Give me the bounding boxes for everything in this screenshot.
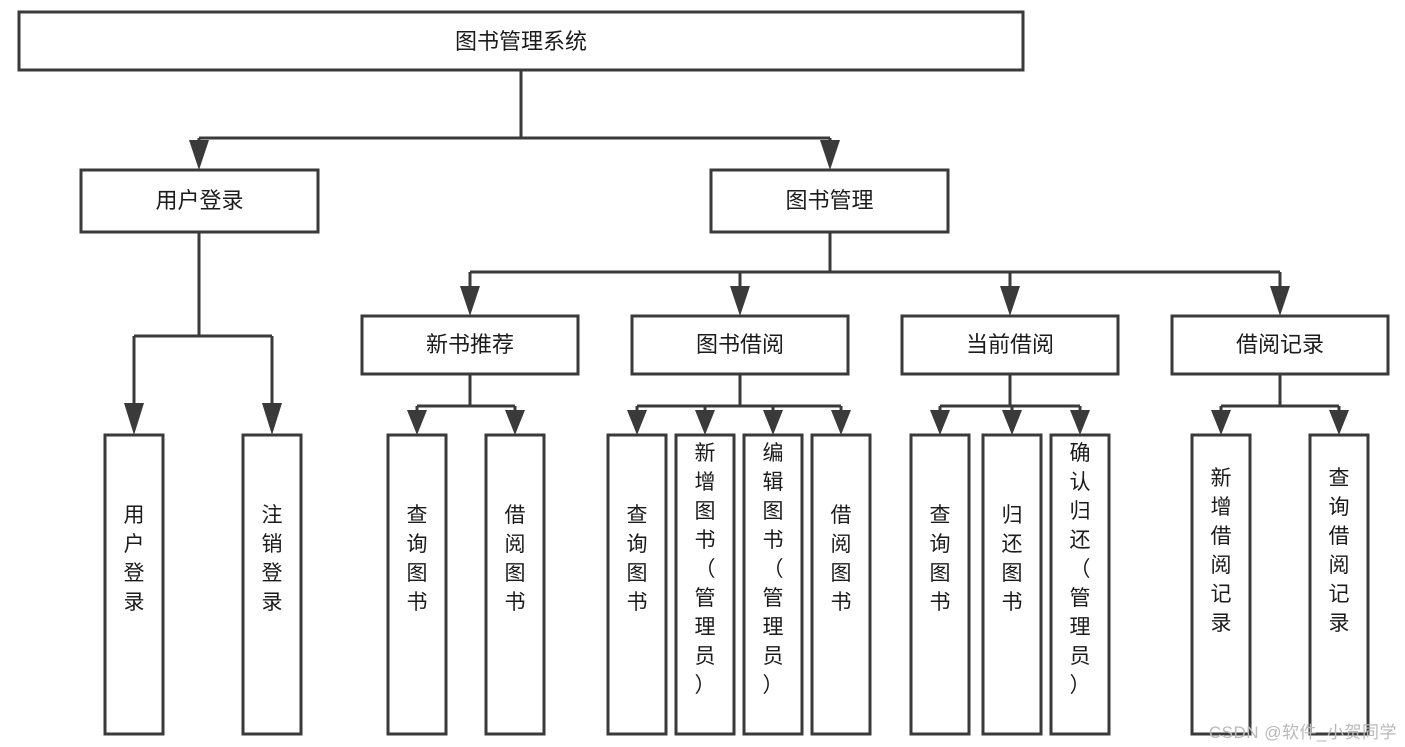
node-leaf-query-book-2[interactable]: 查询图书 <box>606 433 668 736</box>
node-book-borrow-label: 图书借阅 <box>696 332 784 357</box>
node-user-login-box[interactable] <box>79 168 320 234</box>
node-leaf-query-book-1-label: 查询图书 <box>407 504 428 614</box>
arrow-head-user-login <box>189 140 209 170</box>
node-leaf-return-book-box[interactable] <box>981 433 1043 736</box>
node-user-login[interactable]: 用户登录 <box>79 168 320 234</box>
node-leaf-add-book-box[interactable] <box>674 433 736 736</box>
node-leaf-edit-book-box[interactable] <box>742 433 804 736</box>
arrow-head-book-borrow <box>730 286 750 316</box>
arrow-head-leaf-user-logout <box>262 403 282 435</box>
node-book-manage-box[interactable] <box>709 168 950 234</box>
node-book-borrow[interactable]: 图书借阅 <box>630 314 850 376</box>
node-leaf-add-book-label: 新增图书（管理员） <box>695 442 716 697</box>
node-leaf-edit-book[interactable]: 编辑图书（管理员） <box>742 433 804 736</box>
node-new-book-recommend[interactable]: 新书推荐 <box>360 314 580 376</box>
arrow-head-leaf-borrow-book-1 <box>505 410 525 435</box>
node-new-book-recommend-box[interactable] <box>360 314 580 376</box>
node-leaf-return-book-label: 归还图书 <box>1002 504 1023 614</box>
arrow-head-borrow-record <box>1270 286 1290 316</box>
node-leaf-user-logout-label: 注销登录 <box>262 504 283 614</box>
node-leaf-user-logout-box[interactable] <box>241 433 303 736</box>
node-new-book-recommend-label: 新书推荐 <box>426 332 514 357</box>
node-leaf-edit-book-label: 编辑图书（管理员） <box>763 442 784 697</box>
node-leaf-query-record-box[interactable] <box>1308 433 1370 736</box>
node-leaf-query-book-2-box[interactable] <box>606 433 668 736</box>
node-leaf-borrow-book-2[interactable]: 借阅图书 <box>810 433 872 736</box>
node-book-manage[interactable]: 图书管理 <box>709 168 950 234</box>
node-leaf-confirm-return[interactable]: 确认归还（管理员） <box>1049 433 1111 736</box>
node-leaf-add-record-label: 新增借阅记录 <box>1211 467 1232 635</box>
node-leaf-user-login-label: 用户登录 <box>124 504 145 614</box>
node-leaf-confirm-return-box[interactable] <box>1049 433 1111 736</box>
node-leaf-user-login-box[interactable] <box>103 433 165 736</box>
node-borrow-record-label: 借阅记录 <box>1236 332 1324 357</box>
node-current-borrow-box[interactable] <box>900 314 1120 376</box>
node-book-manage-label: 图书管理 <box>785 188 873 213</box>
node-leaf-query-book-3-box[interactable] <box>909 433 971 736</box>
arrow-head-book-manage <box>820 140 840 170</box>
arrow-head-leaf-query-book-2 <box>627 410 647 435</box>
node-leaf-borrow-book-2-label: 借阅图书 <box>831 504 852 614</box>
arrow-head-leaf-user-login <box>124 403 144 435</box>
node-leaf-user-logout[interactable]: 注销登录 <box>241 433 303 736</box>
node-leaf-borrow-book-1-label: 借阅图书 <box>505 504 526 614</box>
node-leaf-borrow-book-1-box[interactable] <box>484 433 546 736</box>
node-leaf-user-login[interactable]: 用户登录 <box>103 433 165 736</box>
arrow-head-leaf-query-record <box>1329 410 1349 435</box>
node-leaf-query-book-1[interactable]: 查询图书 <box>386 433 448 736</box>
node-leaf-query-book-2-label: 查询图书 <box>627 504 648 614</box>
node-leaf-add-book[interactable]: 新增图书（管理员） <box>674 433 736 736</box>
arrow-head-leaf-confirm-return <box>1070 410 1090 435</box>
arrow-head-leaf-borrow-book-2 <box>831 410 851 435</box>
node-root[interactable]: 图书管理系统 <box>17 10 1025 72</box>
node-root-box[interactable] <box>17 10 1025 72</box>
node-leaf-query-book-3-label: 查询图书 <box>930 504 951 614</box>
node-borrow-record[interactable]: 借阅记录 <box>1170 314 1390 376</box>
node-user-login-label: 用户登录 <box>155 188 243 213</box>
node-leaf-query-book-1-box[interactable] <box>386 433 448 736</box>
node-leaf-add-record-box[interactable] <box>1190 433 1252 736</box>
node-current-borrow-label: 当前借阅 <box>966 332 1054 357</box>
node-leaf-query-book-3[interactable]: 查询图书 <box>909 433 971 736</box>
connector-layer <box>124 70 1349 435</box>
arrow-head-leaf-add-book <box>695 410 715 435</box>
arrow-head-leaf-query-book-1 <box>407 410 427 435</box>
csdn-watermark: CSDN @软件_小贺同学 <box>1208 723 1397 742</box>
node-leaf-borrow-book-1[interactable]: 借阅图书 <box>484 433 546 736</box>
arrow-head-leaf-return-book <box>1002 410 1022 435</box>
node-leaf-return-book[interactable]: 归还图书 <box>981 433 1043 736</box>
node-leaf-query-record-label: 查询借阅记录 <box>1329 467 1350 635</box>
node-leaf-query-record[interactable]: 查询借阅记录 <box>1308 433 1370 736</box>
arrow-head-leaf-add-record <box>1211 410 1231 435</box>
arrow-head-leaf-edit-book <box>763 410 783 435</box>
node-book-borrow-box[interactable] <box>630 314 850 376</box>
arrow-head-leaf-query-book-3 <box>930 410 950 435</box>
node-leaf-add-record[interactable]: 新增借阅记录 <box>1190 433 1252 736</box>
arrow-head-new-book-recommend <box>460 286 480 316</box>
node-root-label: 图书管理系统 <box>455 29 587 54</box>
node-current-borrow[interactable]: 当前借阅 <box>900 314 1120 376</box>
node-leaf-borrow-book-2-box[interactable] <box>810 433 872 736</box>
node-borrow-record-box[interactable] <box>1170 314 1390 376</box>
node-leaf-confirm-return-label: 确认归还（管理员） <box>1070 442 1091 697</box>
arrow-head-current-borrow <box>1000 286 1020 316</box>
